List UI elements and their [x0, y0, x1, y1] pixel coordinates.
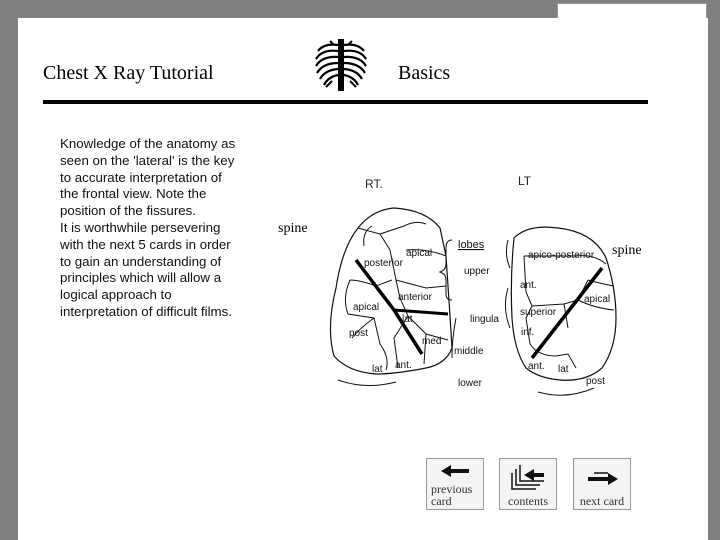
ribcage-xray-icon — [312, 37, 370, 93]
rt-posterior-label: posterior — [364, 258, 404, 269]
right-arrow-icon — [588, 472, 618, 485]
page-subtitle: Basics — [398, 62, 451, 84]
rt-med-label: med — [422, 336, 441, 347]
window-tab — [557, 3, 707, 22]
lobe-lingula-label: lingula — [470, 314, 499, 325]
right-horizontal-fissure — [393, 308, 449, 316]
left-arrow-icon — [441, 465, 469, 477]
card: Chest X Ray Tutorial Basics Knowledge of… — [18, 18, 708, 540]
lt-post-label: post — [586, 376, 605, 387]
diagram-right-heading: RT. — [365, 177, 383, 191]
explanation-paragraph-2: It is worthwhile persevering with the ne… — [60, 219, 232, 319]
lobe-lower-label: lower — [458, 378, 483, 389]
lt-superior-label: superior — [520, 307, 557, 318]
rt-anterior-label: anterior — [398, 292, 433, 303]
left-oblique-fissure — [530, 266, 604, 360]
lt-ant-label: ant. — [520, 280, 537, 291]
right-lung-outline — [329, 207, 453, 375]
lt-lat-label: lat — [558, 364, 569, 375]
rt-ant-label: ant. — [395, 360, 412, 371]
contents-button[interactable]: contents — [499, 458, 557, 510]
previous-card-button[interactable]: previous card — [426, 458, 484, 510]
previous-card-label-line1: previous — [431, 482, 473, 496]
spine-label-left: spine — [278, 221, 308, 236]
rt-apical-label: apical — [406, 248, 432, 259]
rt-apical-lower-label: apical — [353, 302, 379, 313]
next-card-button[interactable]: next card — [573, 458, 631, 510]
lateral-lung-diagram: RT. LT spine spine apical posterior ante… — [276, 168, 642, 408]
rt-lat-label: lat — [402, 314, 413, 325]
lt-apical-label: apical — [584, 294, 610, 305]
left-lung-outline — [510, 226, 617, 381]
lobe-upper-label: upper — [464, 266, 490, 277]
lobes-heading: lobes — [458, 239, 485, 251]
rt-post-label: post — [349, 328, 368, 339]
next-card-label: next card — [579, 494, 625, 508]
previous-card-label-line2: card — [431, 494, 452, 508]
contents-label: contents — [508, 494, 548, 508]
spine-label-right: spine — [612, 243, 641, 258]
lobe-middle-label: middle — [454, 346, 484, 357]
page-title: Chest X Ray Tutorial — [43, 62, 214, 84]
rt-lat-lower-label: lat — [372, 364, 383, 375]
explanation-paragraph-1: Knowledge of the anatomy as seen on the … — [60, 136, 236, 219]
explanation-text: Knowledge of the anatomy as seen on the … — [60, 136, 240, 321]
title-divider — [43, 100, 648, 104]
diagram-left-heading: LT — [518, 174, 532, 188]
lt-apico-posterior-label: apico-posterior — [528, 250, 595, 261]
contents-list-icon — [511, 465, 544, 490]
lt-ant-lower-label: ant. — [528, 361, 545, 372]
lt-inf-label: inf. — [521, 327, 534, 338]
